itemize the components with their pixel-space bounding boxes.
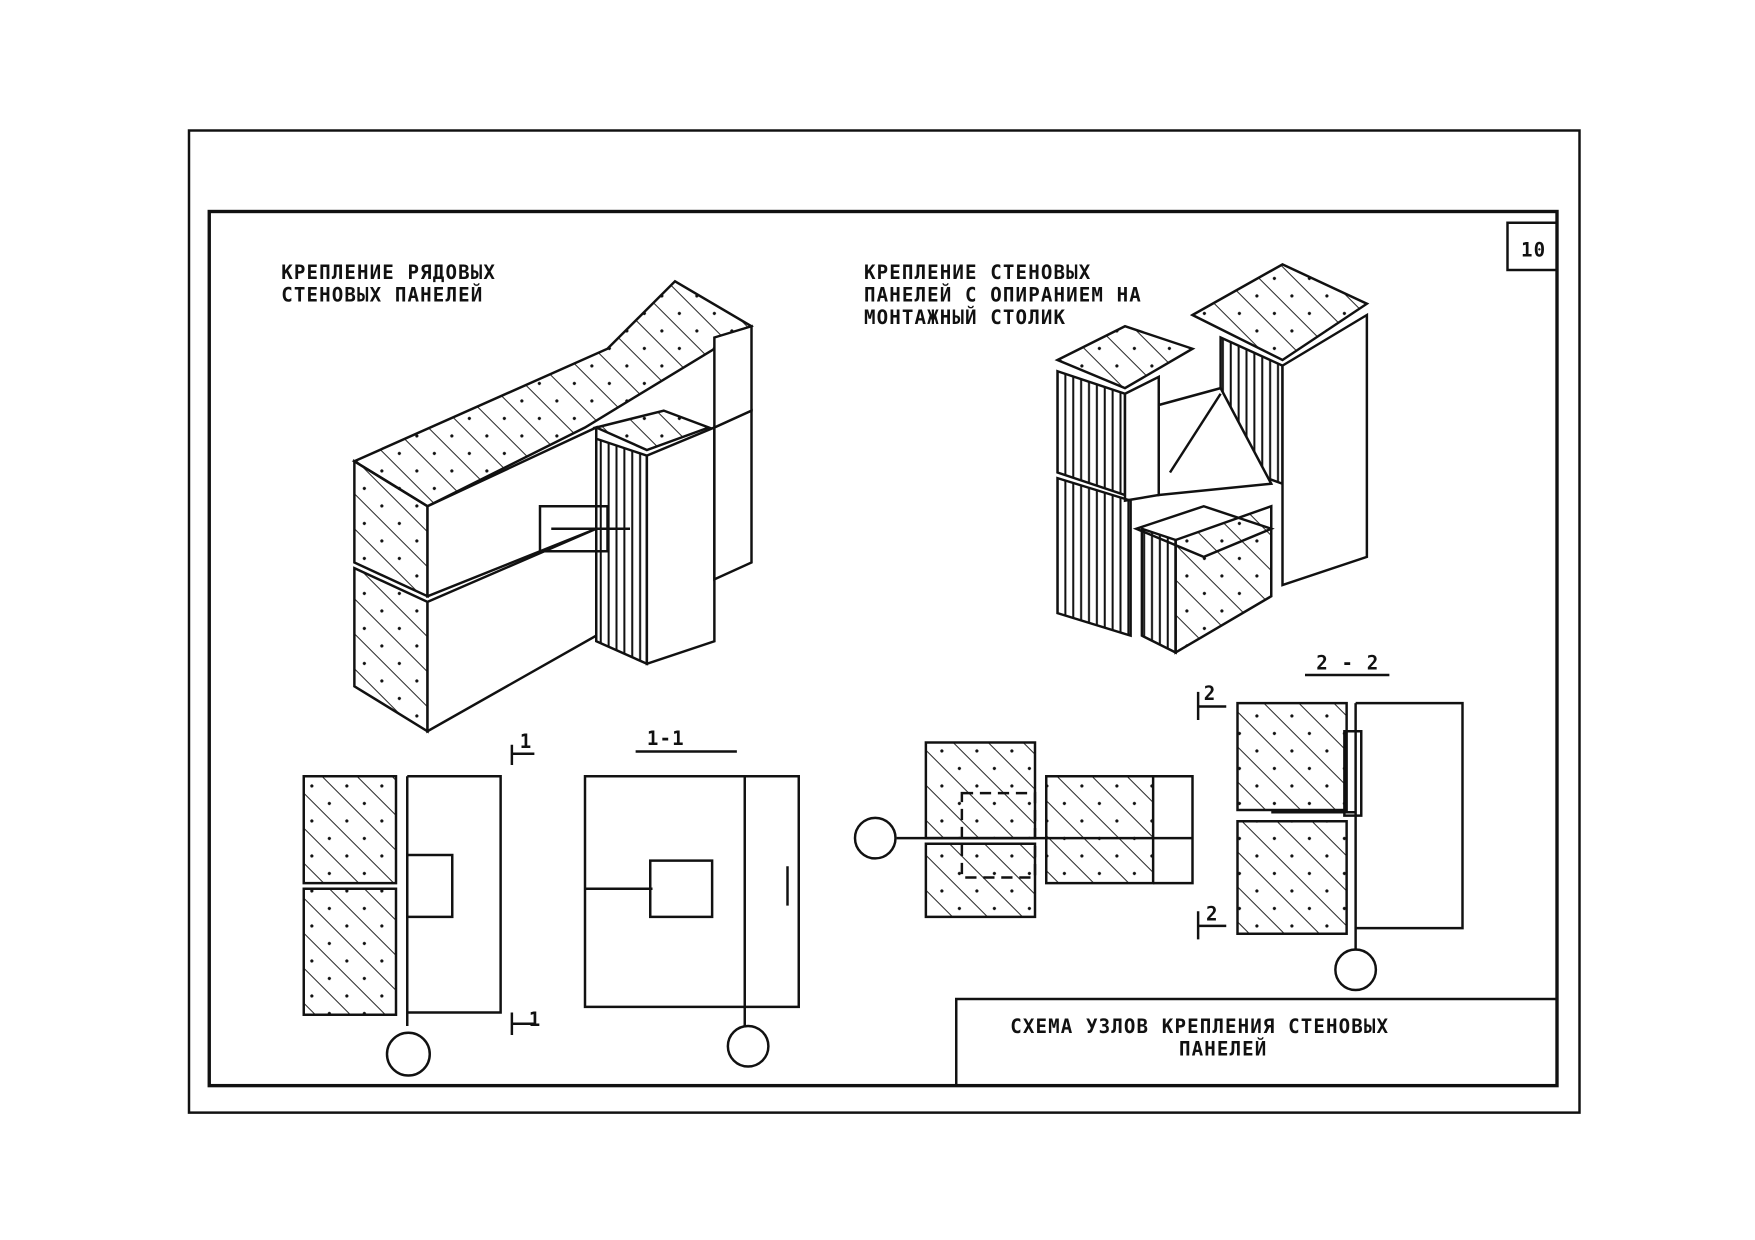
right-caption-line-3: МОНТАЖНЫЙ СТОЛИК bbox=[864, 306, 1066, 329]
isometric-mounting-table bbox=[1054, 262, 1370, 655]
outer-frame bbox=[187, 129, 1581, 1114]
section-2-title: 2 - 2 bbox=[1316, 651, 1379, 674]
sheet-number: 10 bbox=[1521, 239, 1546, 262]
right-caption-line-1: КРЕПЛЕНИЕ СТЕНОВЫХ bbox=[864, 261, 1091, 284]
detail-1-callout bbox=[385, 1031, 431, 1077]
section-1-title: 1-1 bbox=[647, 727, 685, 750]
inner-frame bbox=[207, 209, 1559, 1088]
section-2-callout bbox=[1334, 948, 1378, 992]
left-caption-line-2: СТЕНОВЫХ ПАНЕЛЕЙ bbox=[281, 284, 483, 307]
title-line-1: СХЕМА УЗЛОВ КРЕПЛЕНИЯ СТЕНОВЫХ bbox=[1010, 1015, 1389, 1038]
right-caption-line-2: ПАНЕЛЕЙ С ОПИРАНИЕМ НА bbox=[864, 284, 1142, 307]
left-caption-line-1: КРЕПЛЕНИЕ РЯДОВЫХ bbox=[281, 261, 496, 284]
detail-2 bbox=[853, 741, 1194, 919]
title-line-2: ПАНЕЛЕЙ bbox=[1179, 1037, 1267, 1060]
section-1-callout bbox=[726, 1024, 770, 1068]
sheet-number-box bbox=[1506, 221, 1559, 272]
section-1-1: 1-1 bbox=[583, 727, 800, 1068]
section-1-mark-bottom: 1 bbox=[529, 1008, 542, 1031]
detail-1: 1 1 bbox=[302, 730, 542, 1077]
isometric-row-panels bbox=[351, 279, 754, 734]
section-1-mark-top: 1 bbox=[520, 730, 533, 753]
detail-2-callout bbox=[853, 816, 897, 860]
section-2-mark-top: 2 bbox=[1204, 682, 1217, 705]
title-block bbox=[955, 997, 1559, 1087]
section-2-mark-bottom: 2 bbox=[1206, 902, 1219, 925]
section-2-2: 2 - 2 2 2 bbox=[1196, 651, 1464, 992]
